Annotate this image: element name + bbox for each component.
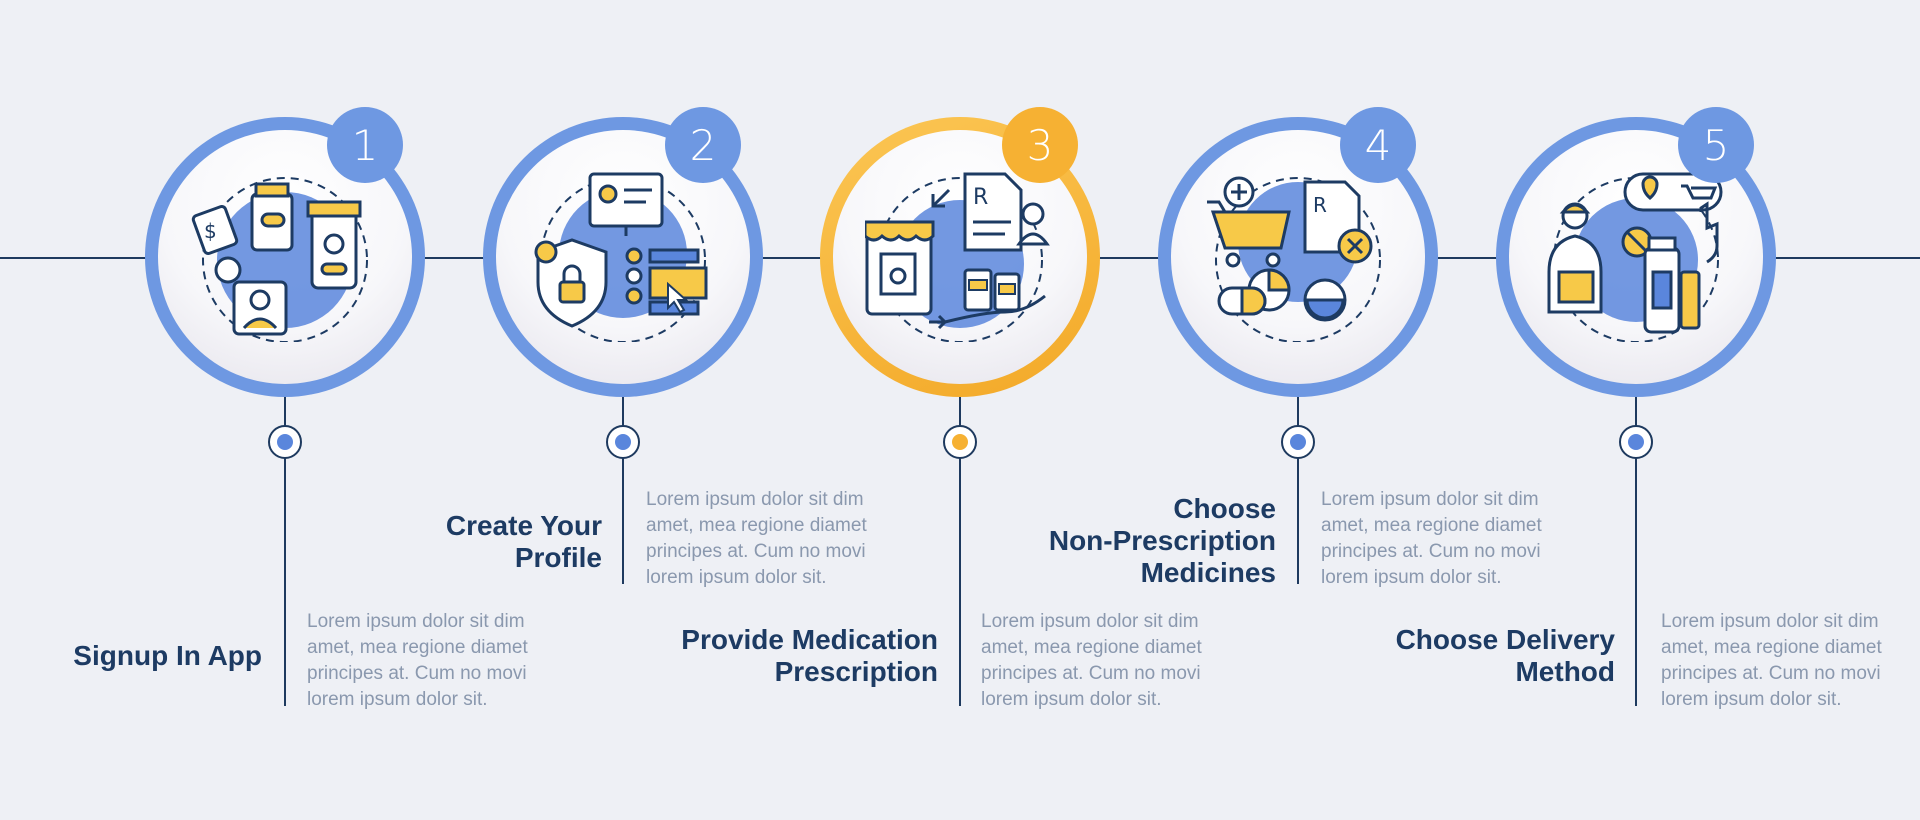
- delivery-courier-icon: [1541, 172, 1731, 343]
- connector-line: [959, 397, 961, 706]
- step-description: Lorem ipsum dolor sit dim amet, mea regi…: [646, 489, 867, 588]
- step-number-badge: 3: [1002, 107, 1078, 183]
- step-title: Choose Delivery Method: [1395, 624, 1615, 687]
- connector-line: [622, 397, 624, 584]
- svg-text:$: $: [204, 219, 217, 243]
- step-description: Lorem ipsum dolor sit dim amet, mea regi…: [307, 611, 528, 710]
- connector-line: [1297, 397, 1299, 584]
- timeline-node: [943, 425, 977, 459]
- connector-line: [284, 397, 286, 706]
- connector-line: [1635, 397, 1637, 706]
- step-title: Signup In App: [73, 640, 262, 671]
- timeline-node: [606, 425, 640, 459]
- shopping-cart-pills-icon: R: [1203, 172, 1393, 343]
- mobile-pharmacy-app-icon: $: [190, 172, 380, 343]
- step-description: Lorem ipsum dolor sit dim amet, mea regi…: [1321, 489, 1542, 588]
- prescription-icon: R: [863, 172, 1055, 343]
- step-number-badge: 2: [665, 107, 741, 183]
- timeline-node: [1281, 425, 1315, 459]
- step-number-badge: 1: [327, 107, 403, 183]
- step-description: Lorem ipsum dolor sit dim amet, mea regi…: [981, 611, 1202, 710]
- svg-text:R: R: [973, 185, 988, 210]
- timeline-node: [268, 425, 302, 459]
- step-number-badge: 4: [1340, 107, 1416, 183]
- step-title: Choose Non-Prescription Medicines: [1048, 493, 1276, 588]
- step-number-badge: 5: [1678, 107, 1754, 183]
- timeline-node: [1619, 425, 1653, 459]
- step-title: Provide Medication Prescription: [681, 624, 938, 687]
- secure-profile-icon: [528, 172, 718, 343]
- svg-text:R: R: [1313, 193, 1327, 217]
- step-description: Lorem ipsum dolor sit dim amet, mea regi…: [1661, 611, 1882, 710]
- step-title: Create Your Profile: [445, 510, 602, 573]
